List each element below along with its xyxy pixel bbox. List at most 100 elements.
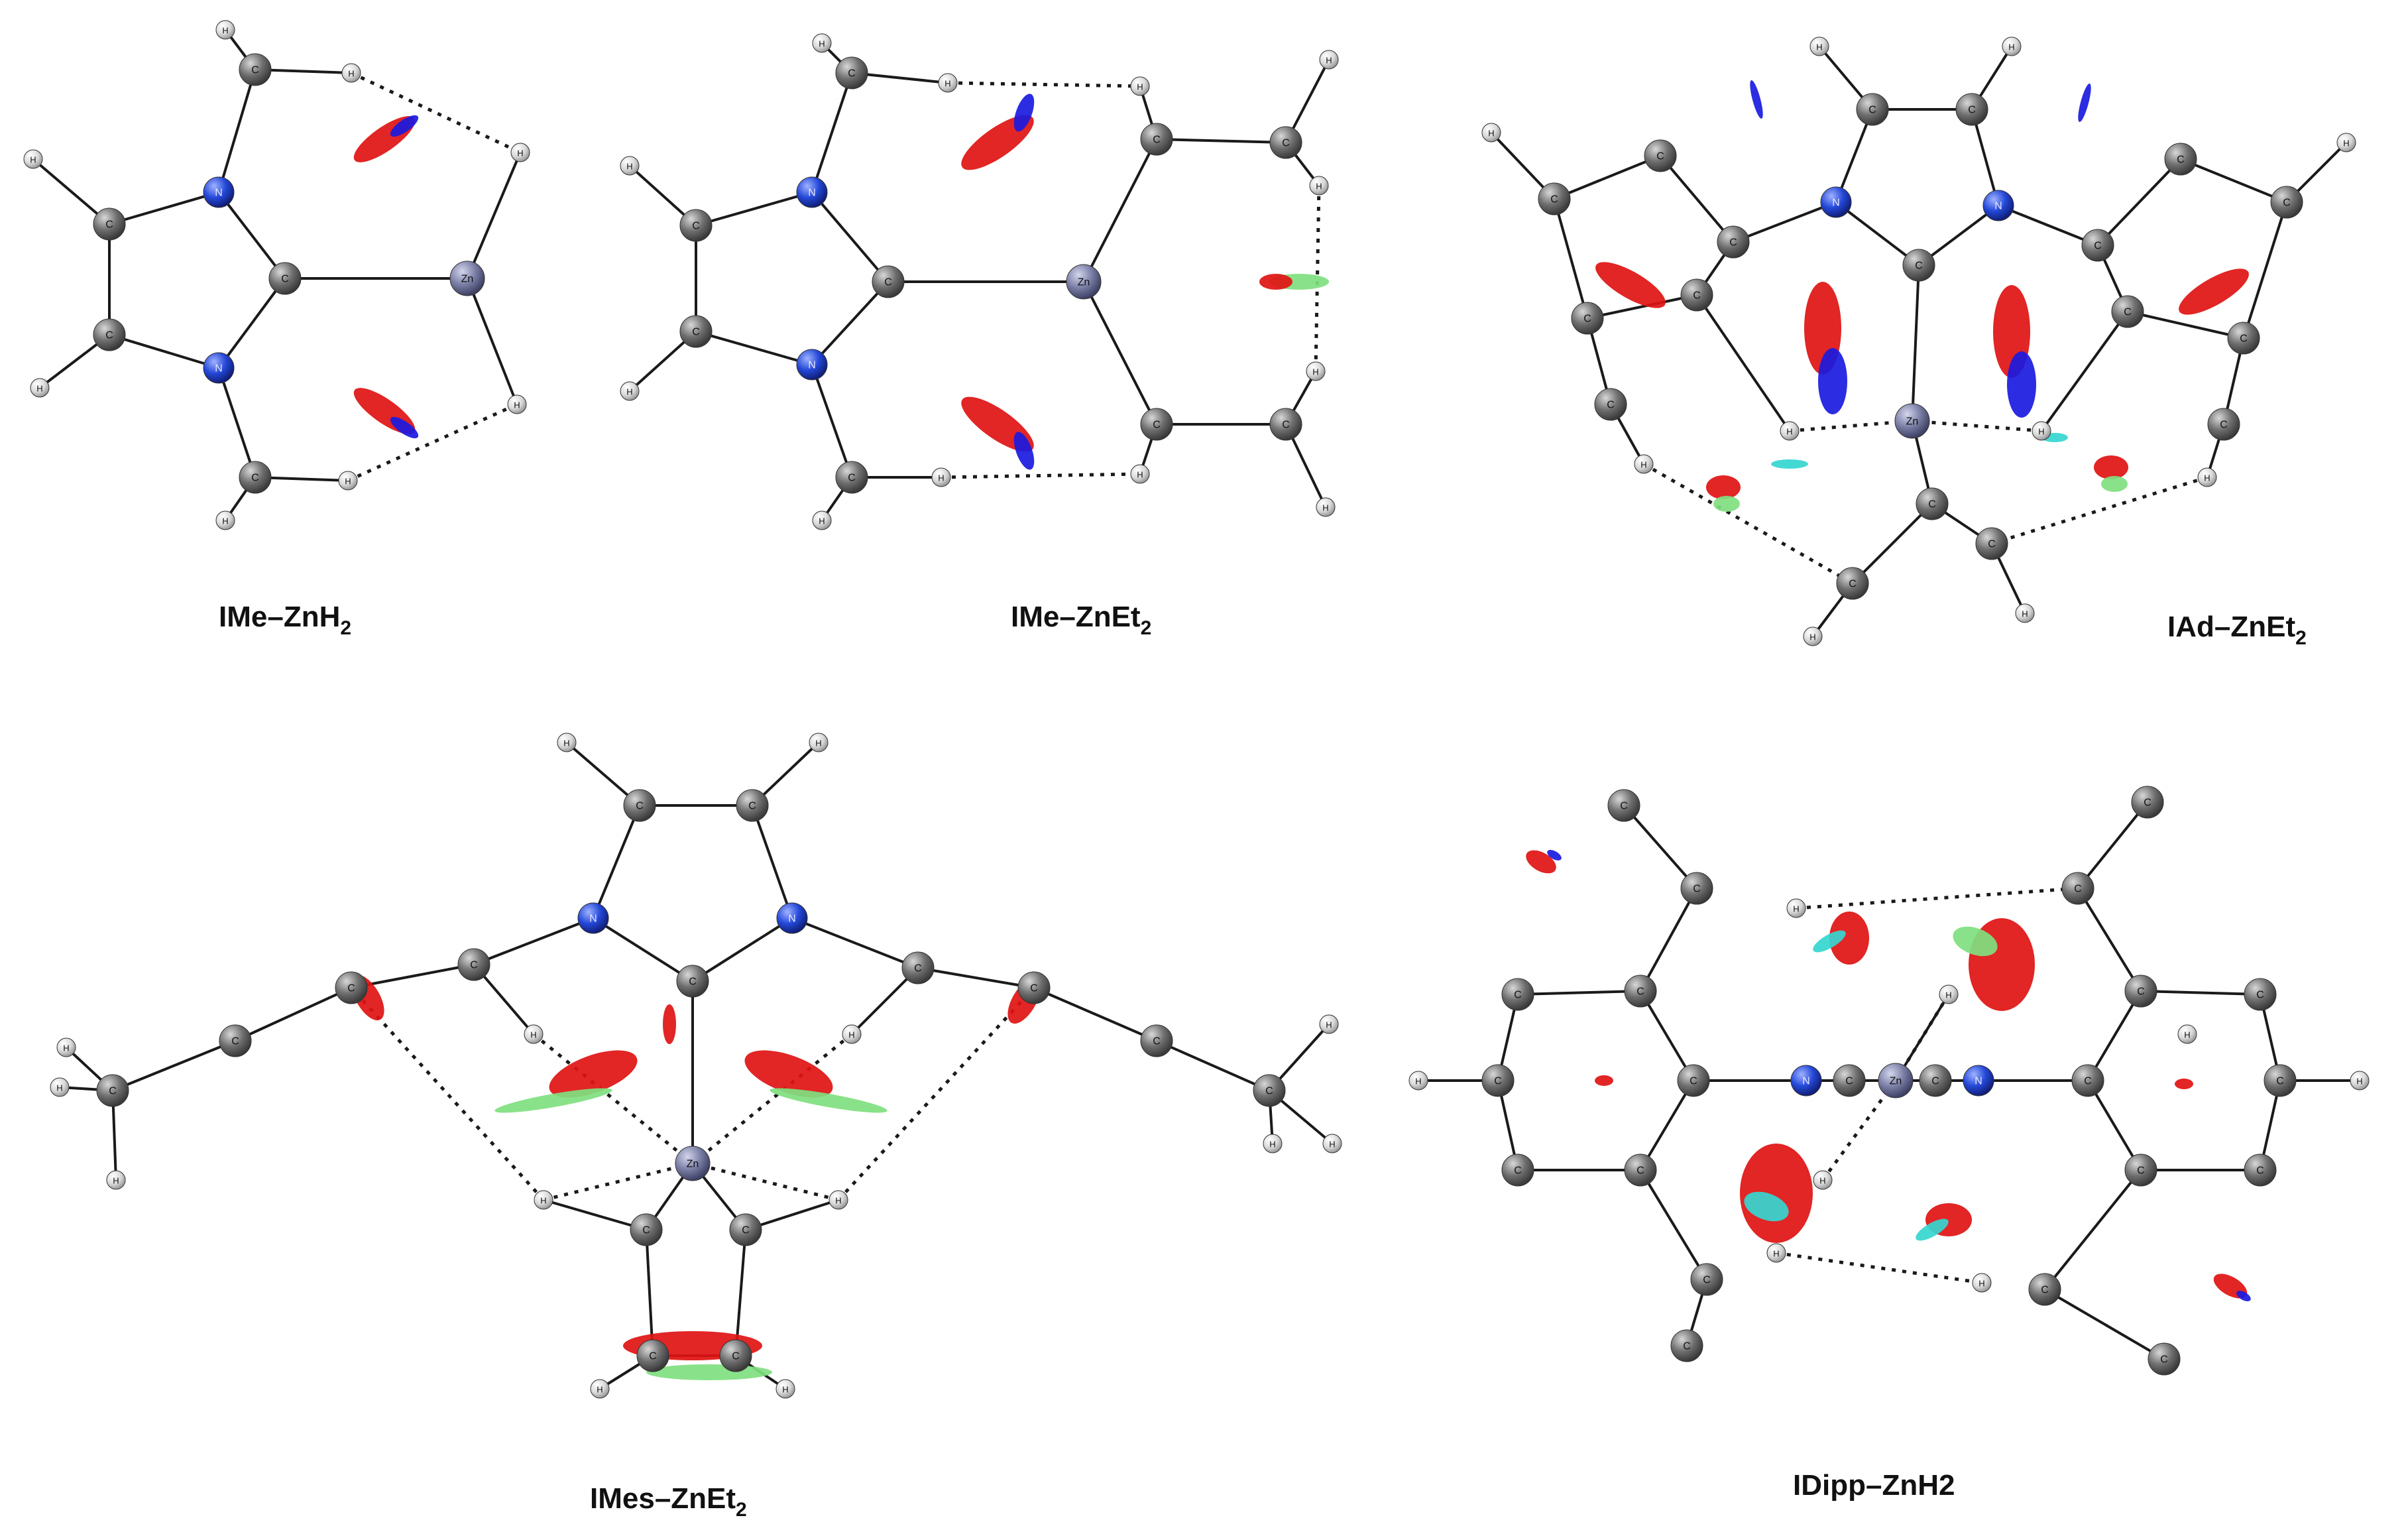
iad-znet2-nci-surface [2101,476,2128,492]
idipp-znh2-atom-label: C [1620,801,1628,812]
idipp-znh2-nci-surface [2175,1079,2193,1089]
idipp-znh2-atom-label: C [1845,1076,1853,1087]
ime-znh2-bond [109,333,219,369]
idipp-znh2-bond [1517,990,1641,996]
idipp-znh2-atom-label: C [1683,1341,1691,1352]
caption-iad-znet2: IAd–ZnEt2 [2167,611,2307,649]
iad-znet2-atom-label: H [1640,460,1646,470]
iad-znet2-bond [1918,204,2000,266]
imes-znet2-atom-c [96,1074,129,1107]
ime-znet2-bond [811,191,889,283]
iad-znet2-atom-c [1902,249,1935,282]
iad-znet2-bond [1835,201,1920,266]
imes-znet2-atom-c [335,971,368,1004]
imes-znet2-atom-label: C [109,1086,117,1097]
iad-znet2-atom-h [1481,123,1501,143]
idipp-znh2-atom-c [2131,786,2164,819]
imes-znet2-atom-label: C [649,1351,657,1362]
iad-znet2-noncovalent-contact [1789,419,1913,433]
ime-znh2-atom-label: C [251,65,259,76]
iad-znet2-atom-label: C [2240,333,2248,345]
nci-surface-layer [351,80,2251,1380]
ime-znet2-atom-h [1309,176,1329,196]
imes-znet2-atom-label: H [597,1385,602,1395]
iad-znet2-atom-c [1717,225,1750,259]
iad-znet2-atom-h [1809,36,1829,56]
idipp-znh2-bond [2043,1288,2165,1360]
contact-layer [347,71,2208,1285]
ime-znet2-atom-h [812,33,832,53]
imes-znet2-atom-label: C [231,1036,239,1047]
idipp-znh2-atom-label: H [2184,1030,2190,1040]
idipp-znh2-atom-c [1833,1064,1866,1097]
imes-znet2-atom-label: H [815,738,821,748]
idipp-znh2-atom-c [2124,1153,2157,1187]
imes-znet2-atom-h [775,1379,795,1399]
iad-znet2-atom-label: C [2094,241,2102,252]
imes-znet2-atom-label: H [540,1196,546,1206]
iad-znet2-atom-c [1571,302,1604,335]
idipp-znh2-atom-label: C [2160,1354,2168,1366]
ime-znet2-atom-h [938,73,958,93]
ime-znet2-atom-label: H [626,387,632,397]
idipp-znh2-atom-label: C [2137,1165,2145,1177]
idipp-znh2-atom-c [2264,1064,2297,1097]
idipp-znh2-atom-label: C [1693,884,1701,895]
ime-znet2-atom-label: C [848,473,856,484]
iad-znet2-nci-surface [2007,351,2036,418]
idipp-znh2-atom-label: C [2276,1076,2284,1087]
iad-znet2-atom-c [1916,487,1949,520]
iad-znet2-atom-label: H [2204,473,2210,483]
iad-znet2-atom-label: H [2038,427,2044,437]
ime-znet2-atom-label: H [1137,470,1143,480]
ime-znh2-atom-h [30,378,50,398]
imes-znet2-atom-c [901,951,935,984]
iad-znet2-atom-label: C [1849,579,1857,590]
ime-znh2-atom-c [93,207,126,241]
idipp-znh2-bond [2087,1079,2142,1171]
ime-znet2-atom-label: Zn [1078,277,1090,288]
iad-znet2-nci-surface [1706,475,1741,499]
imes-znet2-atom-label: H [56,1083,62,1093]
imes-znet2-atom-label: N [788,914,796,925]
idipp-znh2-atom-label: C [2256,990,2264,1001]
ime-znet2-atom-h [1316,497,1336,517]
ime-znet2-atom-h [812,510,832,530]
iad-znet2-bond [1998,204,2098,247]
caption-ime-znet2: IMe–ZnEt2 [1011,601,1151,639]
imes-znet2-atom-label: Zn [687,1159,699,1170]
imes-znet2-noncovalent-contact [691,1033,853,1165]
iad-znet2-atom-label: H [2022,609,2028,619]
iad-znet2-bond [1587,294,1697,320]
idipp-znh2-bond [2140,990,2261,996]
imes-znet2-atom-label: H [835,1196,841,1206]
iad-znet2-atom-label: C [1988,539,1996,550]
ime-znh2-atom-n [203,176,235,208]
imes-znet2-atom-label: C [689,976,697,988]
ime-znet2-atom-c [835,56,868,89]
iad-znet2-atom-label: C [1968,105,1976,116]
idipp-znh2-atom-label: C [2084,1076,2092,1087]
iad-znet2-atom-c [2227,322,2260,355]
imes-znet2-atom-label: N [589,914,597,925]
iad-znet2-atom-h [2197,467,2217,487]
ime-znh2-atom-c [93,318,126,351]
idipp-znh2-atom-label: C [1514,1165,1522,1177]
idipp-znh2-bond [1639,990,1695,1082]
iad-znet2-atom-c [1836,567,1869,600]
imes-znet2-atom-c [623,789,656,822]
ime-znet2-atom-h [620,381,640,401]
iad-znet2-atom-label: H [1488,129,1494,139]
imes-znet2-atom-n [776,902,808,934]
ime-znet2-atom-label: C [1282,138,1290,149]
ime-znet2-atom-label: C [1282,420,1290,431]
ime-znh2-atom-h [338,471,358,491]
iad-znet2-nci-surface [1713,496,1740,512]
ime-znh2-bond [466,152,522,279]
idipp-znh2-atom-label: H [1819,1176,1825,1186]
imes-znet2-atom-label: H [848,1030,854,1040]
ime-znet2-atom-label: H [1316,182,1322,192]
idipp-znh2-bond [1639,1079,1695,1171]
iad-znet2-atom-c [2270,186,2303,219]
imes-znet2-noncovalent-contact [543,1161,693,1202]
